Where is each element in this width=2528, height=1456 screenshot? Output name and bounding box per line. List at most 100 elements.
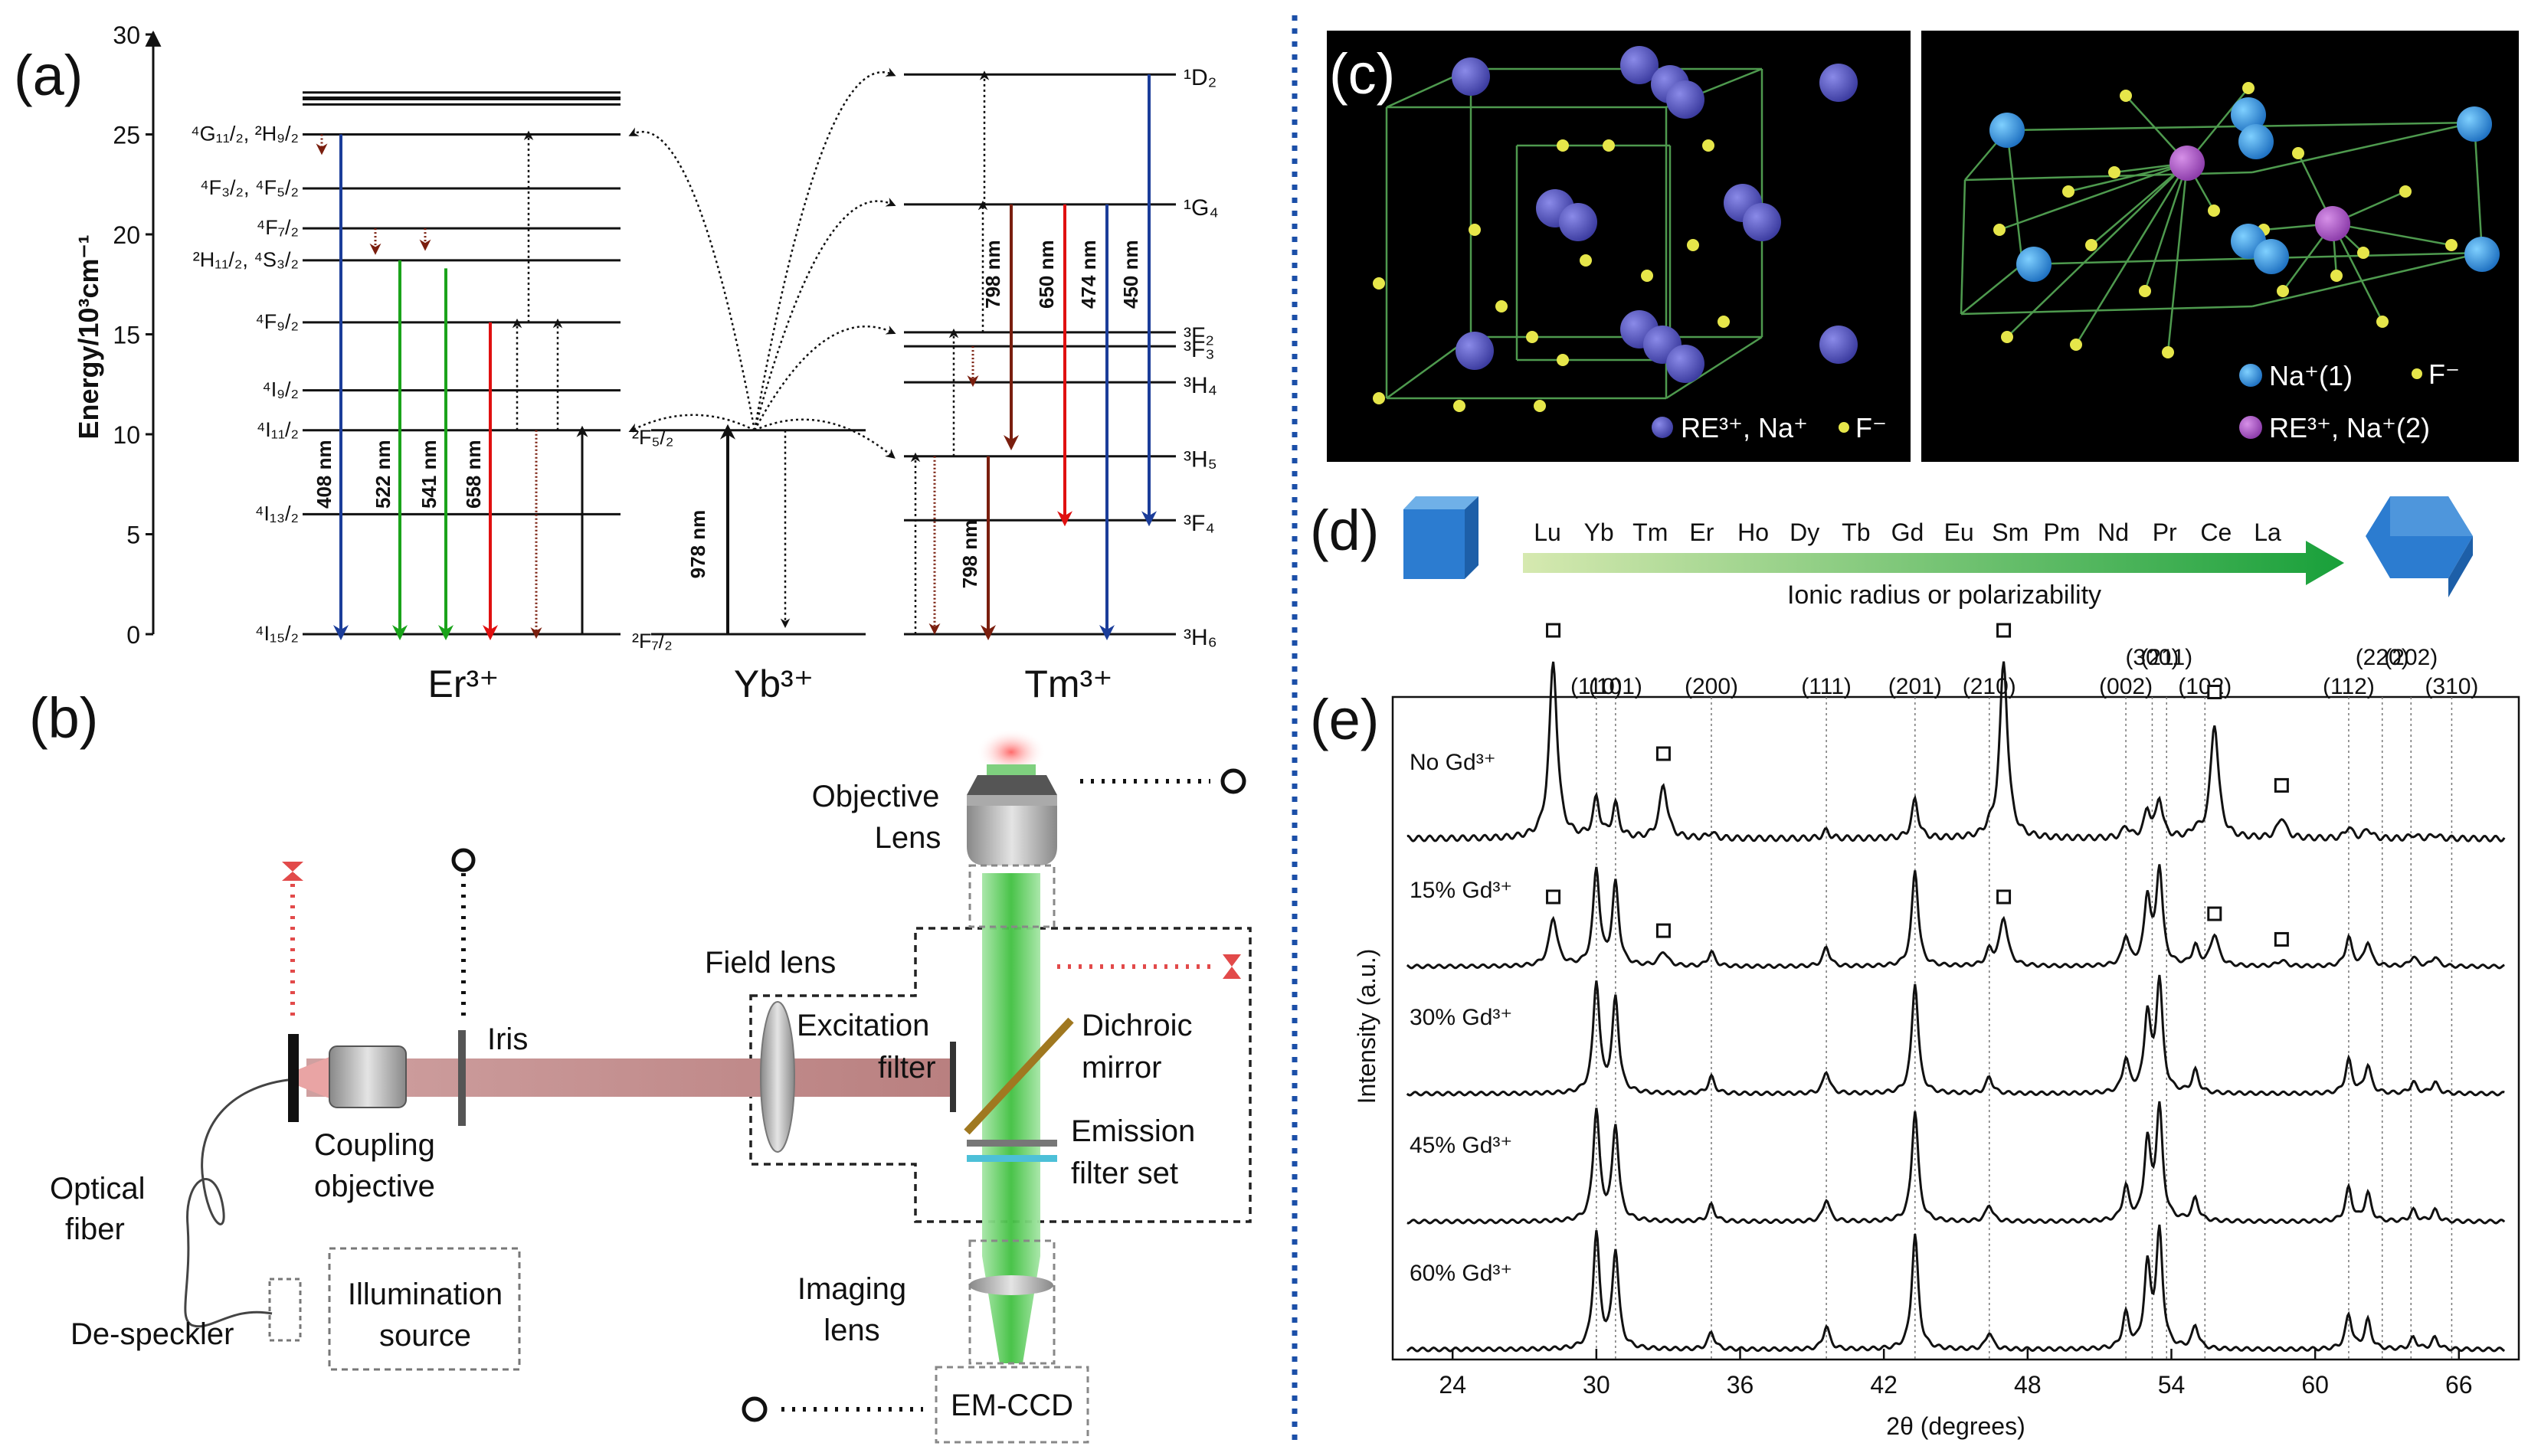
tm-level-label: ³H₆ bbox=[1184, 625, 1217, 650]
lattice-edge bbox=[2068, 162, 2188, 193]
xrd-peak-label: (220) bbox=[2356, 645, 2409, 670]
lattice-edge bbox=[1960, 263, 2023, 315]
ionic-radius-label: Ionic radius or polarizability bbox=[1787, 581, 2101, 610]
xrd-peak-label: (201) bbox=[1888, 674, 1942, 699]
lattice-edge bbox=[2091, 162, 2188, 246]
emission-filter-label: Emission bbox=[1071, 1114, 1195, 1148]
legend-na-dot-icon bbox=[2239, 364, 2262, 387]
er-level-label: ⁴I₉/₂ bbox=[262, 378, 299, 401]
legend-re2-label: RE³⁺, Na⁺(2) bbox=[2269, 412, 2430, 443]
fluoride-ion-hex bbox=[2208, 204, 2220, 217]
fluoride-ion-hex bbox=[2292, 147, 2304, 159]
wavelength-label: 522 nm bbox=[372, 440, 395, 509]
rare-earth-ion bbox=[1456, 332, 1494, 370]
filter-marker-icon bbox=[1223, 954, 1241, 967]
lanthanide-element-label: Ho bbox=[1737, 519, 1769, 546]
xrd-trace-label: No Gd³⁺ bbox=[1410, 750, 1496, 775]
emccd-label: EM-CCD bbox=[951, 1389, 1073, 1422]
wavelength-label: 798 nm bbox=[958, 520, 981, 589]
er-level-label: ²H₁₁/₂, ⁴S₃/₂ bbox=[193, 248, 299, 271]
field-lens-icon bbox=[760, 1001, 795, 1153]
lanthanide-element-label: Pm bbox=[2043, 519, 2080, 546]
excitation-beam bbox=[306, 1058, 950, 1097]
rare-earth-ion bbox=[1819, 326, 1858, 364]
ion-yb-label: Yb³⁺ bbox=[734, 663, 814, 705]
legend-f2-dot-icon bbox=[2412, 368, 2422, 379]
cubic-phase-marker-icon bbox=[1546, 889, 1561, 905]
optical-fiber-label: Optical bbox=[50, 1172, 146, 1206]
xrd-x-tick-label: 60 bbox=[2301, 1371, 2329, 1399]
objective-tip bbox=[987, 764, 1036, 775]
lanthanide-element-label: Eu bbox=[1944, 519, 1974, 546]
fluoride-ion bbox=[1718, 316, 1730, 328]
fluoride-ion-hex bbox=[2162, 346, 2174, 358]
rare-earth-ion-hex bbox=[2169, 146, 2205, 181]
legend-f-label: F⁻ bbox=[1855, 412, 1887, 443]
xrd-peak-label: (002) bbox=[2099, 674, 2153, 699]
excitation-filter-label: Excitation bbox=[797, 1009, 929, 1042]
xrd-trace-label: 30% Gd³⁺ bbox=[1410, 1005, 1512, 1030]
lattice-edge bbox=[1999, 162, 2188, 231]
xrd-trace bbox=[1406, 661, 2506, 843]
fluoride-ion-hex bbox=[2445, 239, 2458, 251]
ion-er-label: Er³⁺ bbox=[427, 663, 499, 705]
cubic-phase-marker-icon bbox=[1546, 623, 1561, 638]
fluoride-ion-hex bbox=[2277, 285, 2289, 297]
microscope-enclosure bbox=[749, 927, 1252, 1223]
fluoride-ion-hex bbox=[2085, 239, 2097, 251]
xrd-trace bbox=[1406, 864, 2505, 970]
cube-top bbox=[1403, 496, 1478, 509]
xrd-peak-label: (200) bbox=[1685, 674, 1738, 699]
xrd-x-tick-label: 66 bbox=[2445, 1371, 2473, 1399]
energy-transfer-arrow bbox=[628, 127, 756, 431]
sodium-ion bbox=[2238, 124, 2274, 159]
lanthanide-element-label: Tm bbox=[1632, 519, 1668, 546]
energy-tick-label: 5 bbox=[126, 522, 140, 549]
crystal-hexagonal bbox=[1960, 82, 2500, 358]
xrd-x-tick-label: 48 bbox=[2014, 1371, 2042, 1399]
legend-re-dot-icon bbox=[1652, 417, 1673, 438]
optical-fiber-label-2: fiber bbox=[65, 1212, 125, 1246]
emission-filter-label-2: filter set bbox=[1071, 1157, 1178, 1190]
tm-level-label: ³F₂ bbox=[1184, 323, 1214, 348]
fiber-connector bbox=[288, 1034, 299, 1122]
fluoride-ion bbox=[1557, 354, 1569, 366]
objective-ring bbox=[967, 775, 1057, 795]
lattice-edge bbox=[2251, 121, 2475, 174]
cubic-phase-marker-icon bbox=[2274, 931, 2289, 947]
objective-lens-icon bbox=[967, 806, 1057, 865]
lanthanide-element-label: Dy bbox=[1790, 519, 1819, 546]
energy-axis-label: Energy/10³cm⁻¹ bbox=[73, 234, 104, 439]
wavelength-label: 450 nm bbox=[1119, 240, 1142, 309]
fluoride-ion-hex bbox=[2070, 339, 2082, 351]
lattice-edge bbox=[2022, 251, 2483, 266]
rare-earth-ion bbox=[1452, 57, 1490, 96]
xrd-x-tick-label: 30 bbox=[1583, 1371, 1610, 1399]
lattice-edge bbox=[1665, 335, 1763, 400]
xrd-trace-label: 45% Gd³⁺ bbox=[1410, 1133, 1512, 1158]
crystal-cubic bbox=[1373, 46, 1858, 412]
emission-filter-icon bbox=[967, 1140, 1057, 1147]
cubic-phase-marker-icon bbox=[1655, 746, 1671, 761]
cubic-phase-marker-icon bbox=[1655, 923, 1671, 938]
lanthanide-element-label: Gd bbox=[1891, 519, 1924, 546]
wavelength-label: 541 nm bbox=[418, 440, 440, 509]
fluoride-ion bbox=[1641, 270, 1653, 282]
lattice-edge bbox=[2006, 129, 2024, 265]
objective-lens-label: Objective bbox=[812, 780, 940, 813]
xrd-peak-label: (110) bbox=[1570, 674, 1623, 699]
objective-marker-icon bbox=[1220, 768, 1246, 794]
yb-level-label: ²F₅/₂ bbox=[632, 426, 673, 449]
xrd-peak-label: (111) bbox=[1801, 674, 1852, 699]
fluoride-ion-hex bbox=[2399, 185, 2412, 198]
despeckler-label: De-speckler bbox=[70, 1317, 234, 1351]
xrd-peak-label: (210) bbox=[1963, 674, 2016, 699]
er-level-label: ⁴I₁₃/₂ bbox=[255, 502, 299, 525]
fluoride-ion bbox=[1373, 277, 1385, 290]
energy-transfer-arrow bbox=[753, 67, 896, 430]
